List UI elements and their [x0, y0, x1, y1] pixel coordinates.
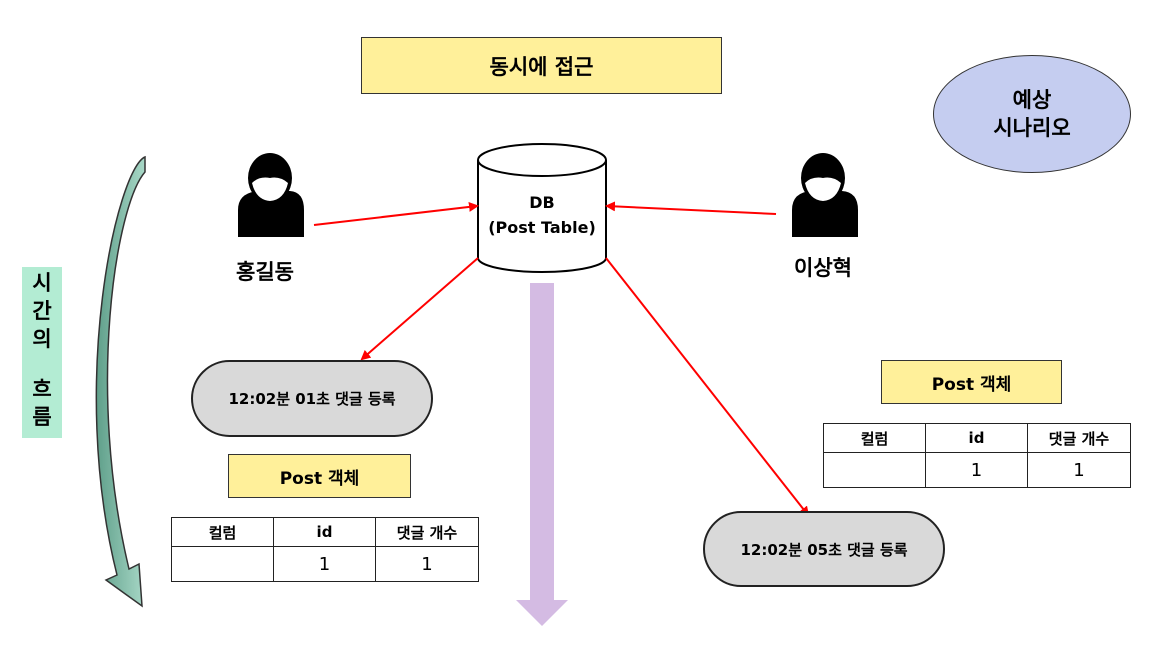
connector-left-user-to-db	[313, 201, 479, 226]
time-flow-char: 의	[32, 327, 52, 351]
scenario-line-2: 시나리오	[993, 116, 1071, 140]
object-table-left: 컬럼 id 댓글 개수 1 1	[171, 517, 479, 582]
connector-right-user-to-db	[605, 201, 777, 215]
column-header: id	[273, 517, 376, 547]
table-cell: 1	[925, 452, 1028, 488]
scenario-ellipse: 예상 시나리오	[933, 55, 1131, 173]
db-label-line-2: (Post Table)	[488, 218, 596, 237]
column-header: 댓글 개수	[375, 517, 479, 547]
user-icon-right	[792, 153, 858, 237]
curved-time-arrow	[95, 155, 146, 608]
object-title-left: Post 객체	[228, 454, 411, 498]
connector-db-to-right-event	[605, 257, 810, 517]
user-icon-left	[238, 153, 304, 237]
column-header: 컬럼	[171, 517, 274, 547]
user-name-right: 이상혁	[794, 256, 852, 280]
time-flow-label: 시 간 의 흐 름	[22, 267, 62, 438]
event-right: 12:02분 05초 댓글 등록	[703, 511, 945, 587]
column-header: 댓글 개수	[1027, 423, 1131, 453]
time-flow-char: 름	[32, 405, 52, 429]
table-row: 1 1	[823, 452, 1131, 488]
table-header-row: 컬럼 id 댓글 개수	[171, 517, 479, 547]
table-row: 1 1	[171, 546, 479, 582]
table-cell	[171, 546, 274, 582]
table-cell	[823, 452, 926, 488]
user-name-left: 홍길동	[236, 260, 294, 284]
db-label: DB (Post Table)	[478, 190, 606, 240]
scenario-line-1: 예상	[1012, 88, 1052, 112]
table-cell: 1	[1027, 452, 1131, 488]
connector-db-to-left-event	[360, 257, 479, 361]
table-header-row: 컬럼 id 댓글 개수	[823, 423, 1131, 453]
diagram-title: 동시에 접근	[361, 37, 722, 94]
event-left: 12:02분 01초 댓글 등록	[191, 360, 433, 437]
object-table-right: 컬럼 id 댓글 개수 1 1	[823, 423, 1131, 488]
db-label-line-1: DB	[529, 193, 555, 212]
object-title-right: Post 객체	[881, 360, 1062, 404]
time-flow-char: 흐	[32, 377, 52, 401]
time-flow-char: 간	[32, 299, 52, 323]
column-header: 컬럼	[823, 423, 926, 453]
db-cylinder-icon	[477, 143, 607, 273]
column-header: id	[925, 423, 1028, 453]
down-flow-arrow	[516, 283, 568, 626]
table-cell: 1	[375, 546, 479, 582]
table-cell: 1	[273, 546, 376, 582]
time-flow-char: 시	[32, 271, 52, 295]
